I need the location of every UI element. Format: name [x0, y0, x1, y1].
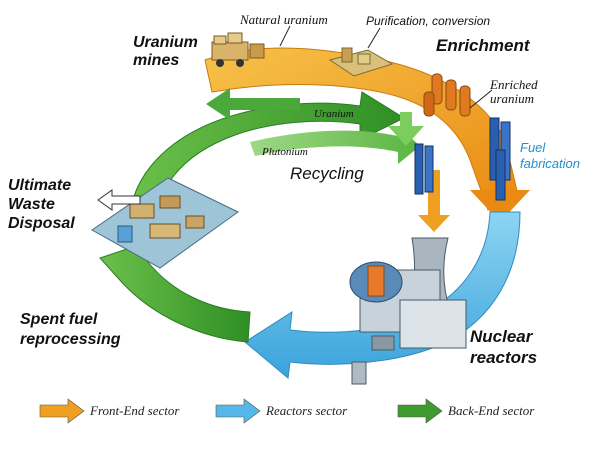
- nuclear-reactor-plant: [349, 237, 467, 351]
- legend-back-end: Back-End sector: [396, 398, 576, 426]
- uranium-label: Uranium: [314, 108, 354, 120]
- uranium-mines-label: Uranium mines: [133, 34, 198, 69]
- uranium-return-arrow: [206, 88, 300, 120]
- enrichment-label: Enrichment: [436, 36, 530, 55]
- purification-plant: [328, 47, 394, 77]
- natural-uranium-label: Natural uranium: [240, 12, 328, 27]
- ultimate-waste-disposal-label: Ultimate Waste Disposal: [8, 177, 75, 232]
- spent-fuel-reprocessing-label: Spent fuel reprocessing: [20, 311, 121, 348]
- fuel-fabrication-rods: [414, 117, 511, 201]
- uranium-mine-truck: [211, 32, 265, 67]
- legend-reactors-arrow-icon: [215, 398, 261, 424]
- recycling-label: Recycling: [290, 164, 364, 183]
- plutonium-label: Plutonium: [262, 146, 308, 158]
- legend-back-end-arrow-icon: [397, 398, 443, 424]
- purification-pointer: [367, 27, 381, 49]
- enrichment-cylinders: [423, 73, 471, 117]
- fuel-to-reactor-arrow: [418, 170, 450, 232]
- reactor-pylon: [351, 361, 367, 385]
- fuel-fabrication-label: Fuel fabrication: [520, 140, 580, 171]
- legend-back-end-label: Back-End sector: [448, 403, 535, 418]
- disposal-out-arrow: [97, 189, 141, 211]
- natural-uranium-pointer: [279, 25, 291, 47]
- nuclear-reactors-label: Nuclear reactors: [470, 327, 538, 367]
- front-end-arrowhead: [470, 190, 530, 222]
- enriched-uranium-pointer: [469, 89, 493, 109]
- back-end-band: [99, 245, 251, 343]
- legend-reactors-label: Reactors sector: [266, 403, 348, 418]
- legend-front-end-arrow-icon: [39, 398, 85, 424]
- purification-label: Purification, conversion: [366, 14, 491, 28]
- uranium-arrow: [388, 112, 424, 146]
- legend-front-end-label: Front-End sector: [90, 403, 180, 418]
- legend-reactors: Reactors sector: [214, 398, 394, 426]
- enriched-uranium-label: Enriched uranium: [490, 77, 538, 106]
- waste-disposal-facility: [91, 177, 239, 269]
- legend-front-end: Front-End sector: [38, 398, 218, 426]
- plutonium-arrow: [250, 126, 420, 164]
